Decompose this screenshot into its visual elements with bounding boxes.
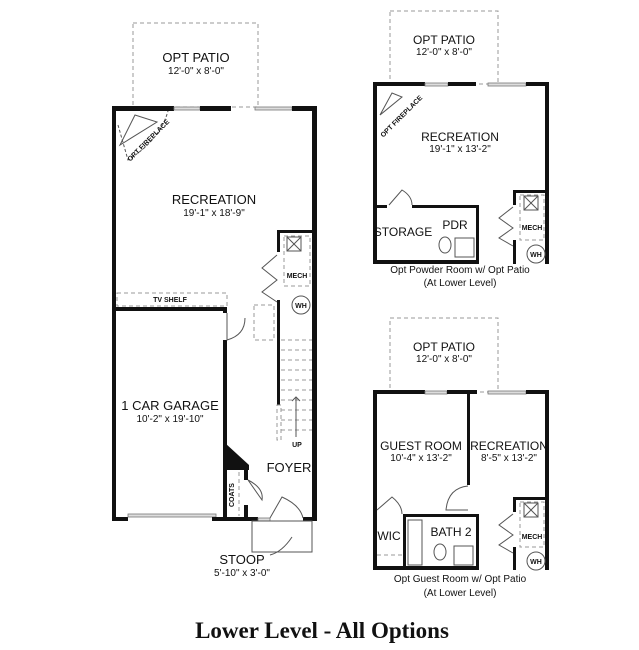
mech-label: MECH — [522, 534, 543, 541]
mech-unit-icon — [523, 195, 539, 211]
stoop-leader — [269, 536, 293, 556]
recreation-label: RECREATION — [172, 192, 256, 207]
fireplace-label: OPT FIREPLACE — [380, 94, 425, 139]
recreation-size: 8'-5" x 13'-2" — [481, 453, 537, 464]
stoop-size: 5'-10" x 3'-0" — [214, 568, 270, 579]
sink-icon — [454, 237, 475, 258]
wic-door[interactable] — [376, 496, 403, 515]
walls — [373, 82, 549, 264]
storage-door[interactable] — [388, 189, 413, 206]
foyer-label: FOYER — [267, 460, 312, 475]
walls — [373, 390, 549, 570]
wh-label: WH — [530, 559, 542, 566]
wh-label: WH — [530, 252, 542, 259]
water-heater-icon — [526, 551, 546, 571]
recreation-label: RECREATION — [470, 439, 548, 453]
mech-label: MECH — [522, 225, 543, 232]
coat-closet-door[interactable] — [247, 479, 263, 502]
up-label: UP — [292, 442, 302, 449]
fireplace-label: OPT FIREPLACE — [127, 118, 172, 163]
mech-closet — [283, 235, 311, 287]
garage-entry-door[interactable] — [226, 313, 246, 341]
stoop-label: STOOP — [219, 552, 264, 567]
walls — [112, 106, 317, 522]
fireplace-icon — [117, 110, 169, 161]
recreation-size: 19'-1" x 18'-9" — [183, 208, 245, 219]
stoop-outline — [251, 520, 313, 553]
recreation-size: 19'-1" x 13'-2" — [429, 144, 491, 155]
patio-label: OPT PATIO — [413, 340, 475, 354]
caption-line1: Opt Powder Room w/ Opt Patio — [390, 265, 530, 276]
patio-label: OPT PATIO — [162, 50, 229, 65]
main-plan: OPT PATIO 12'-0" x 8'-0" — [112, 22, 317, 579]
mech-unit-icon — [523, 502, 539, 518]
front-door[interactable] — [269, 496, 304, 519]
stairs — [253, 304, 312, 441]
recreation-label: RECREATION — [421, 130, 499, 144]
patio-size: 12'-0" x 8'-0" — [168, 66, 224, 77]
garage-size: 10'-2" x 19'-10" — [136, 414, 204, 425]
page-title: Lower Level - All Options — [195, 618, 449, 643]
toilet-icon — [433, 543, 447, 561]
caption-line2: (At Lower Level) — [424, 588, 497, 599]
bifold-door-icon — [498, 206, 514, 247]
guest-room-size: 10'-4" x 13'-2" — [390, 453, 452, 464]
caption-line2: (At Lower Level) — [424, 278, 497, 289]
pdr-label: PDR — [442, 218, 468, 232]
fireplace-icon — [379, 92, 403, 116]
bathtub-icon — [407, 519, 423, 566]
garage-label: 1 CAR GARAGE — [121, 398, 219, 413]
powder-room-option-plan: OPT PATIO 12'-0" x 8'-0" OPT FIREPLACE R… — [373, 10, 549, 289]
guest-room-option-plan: OPT PATIO 12'-0" x 8'-0" GUEST ROOM 10'-… — [373, 317, 549, 599]
caption-line1: Opt Guest Room w/ Opt Patio — [394, 574, 527, 585]
guest-room-label: GUEST ROOM — [380, 439, 462, 453]
bath-label: BATH 2 — [430, 525, 471, 539]
bifold-door-icon — [261, 254, 278, 303]
patio-size: 12'-0" x 8'-0" — [416, 354, 472, 365]
patio-label: OPT PATIO — [413, 33, 475, 47]
wh-label: WH — [295, 303, 307, 310]
tv-shelf — [116, 292, 228, 307]
bifold-door-icon — [498, 513, 514, 554]
water-heater-icon — [526, 244, 546, 264]
sink-icon — [453, 545, 474, 566]
guest-room-door[interactable] — [445, 485, 469, 511]
tv-shelf-label: TV SHELF — [153, 297, 188, 304]
wic-label: WIC — [377, 529, 401, 543]
coats-label: COATS — [229, 483, 236, 507]
opt-patio-outline — [132, 22, 259, 108]
mech-unit-icon — [286, 236, 302, 252]
mech-label: MECH — [287, 273, 308, 280]
storage-label: STORAGE — [374, 225, 432, 239]
toilet-icon — [438, 236, 452, 254]
water-heater-icon — [291, 295, 311, 315]
patio-size: 12'-0" x 8'-0" — [416, 47, 472, 58]
